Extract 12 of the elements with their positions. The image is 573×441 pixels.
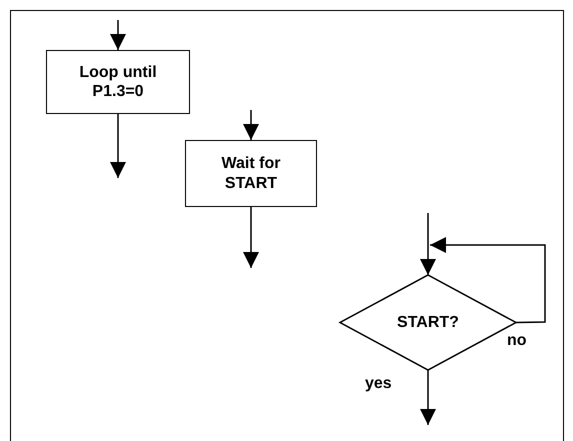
process-box [46, 50, 190, 114]
arrow [110, 114, 126, 178]
arrow [420, 213, 436, 275]
arrow [243, 207, 259, 268]
node-label: Loop until P1.3=0 [78, 62, 158, 102]
arrow [420, 370, 436, 425]
arrow [243, 110, 259, 140]
process-box [185, 140, 317, 207]
arrow [430, 237, 546, 324]
node-label: START? [397, 312, 459, 332]
node-label: Wait for START [220, 154, 282, 193]
arrow [110, 20, 126, 50]
